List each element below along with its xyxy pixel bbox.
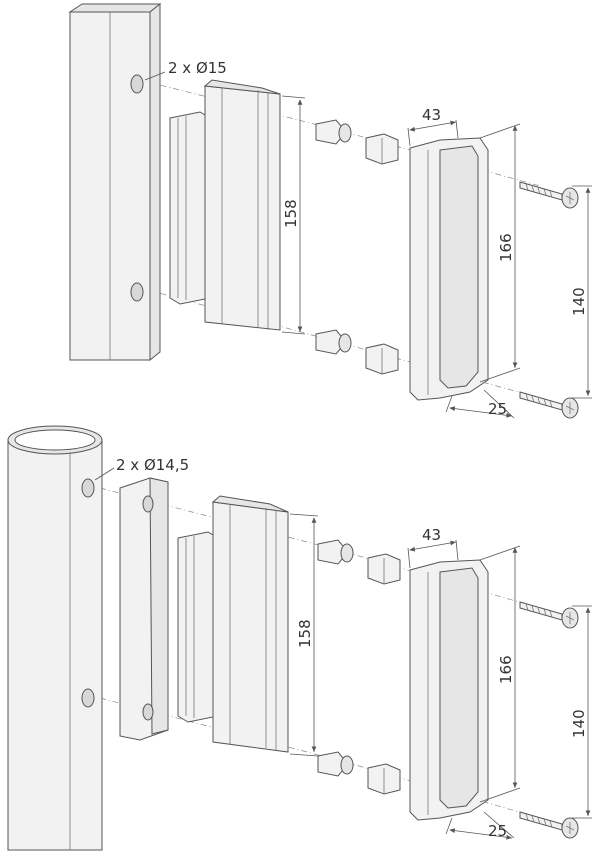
svg-text:25: 25 — [488, 400, 507, 418]
handle-depth-dimension: 25 — [445, 811, 515, 840]
screw-spacing-dimension: 140 — [570, 605, 592, 819]
mounting-plate — [203, 79, 281, 331]
plate-height-dimension: 158 — [281, 95, 306, 335]
svg-text:140: 140 — [570, 709, 588, 738]
post-hole-bottom — [81, 688, 95, 708]
plate-height-dimension: 158 — [289, 513, 319, 757]
nut-top — [315, 119, 352, 145]
screw-bottom — [519, 811, 579, 839]
grip-insert — [169, 111, 211, 305]
svg-text:158: 158 — [296, 619, 314, 648]
screw-top — [519, 601, 579, 629]
svg-text:43: 43 — [422, 526, 441, 544]
svg-text:43: 43 — [422, 106, 441, 124]
svg-text:166: 166 — [497, 233, 515, 262]
screw-spacing-dimension: 140 — [570, 185, 592, 399]
svg-text:140: 140 — [570, 287, 588, 316]
insert-top — [367, 553, 401, 585]
round-post — [7, 425, 103, 851]
square-post — [68, 2, 162, 362]
nut-top — [317, 539, 354, 565]
assembly-round-post: 2 x Ø14,5 158 — [7, 425, 592, 851]
handle-width-dimension: 43 — [407, 526, 459, 569]
insert-bottom — [367, 763, 401, 795]
post-hole-top — [130, 74, 144, 94]
handle-height-dimension: 166 — [479, 545, 521, 803]
hole-label: 2 x Ø14,5 — [116, 456, 189, 474]
pull-handle — [409, 137, 489, 401]
hole-label: 2 x Ø15 — [168, 59, 227, 77]
nut-bottom — [317, 751, 354, 777]
grip-insert — [177, 531, 219, 723]
mounting-plate — [211, 495, 289, 753]
screw-top — [519, 181, 579, 209]
svg-text:25: 25 — [488, 822, 507, 840]
svg-text:158: 158 — [282, 199, 300, 228]
pull-handle — [409, 559, 489, 821]
handle-width-dimension: 43 — [407, 106, 459, 147]
handle-depth-dimension: 25 — [445, 389, 515, 419]
screw-bottom — [519, 391, 579, 419]
post-hole-bottom — [130, 282, 144, 302]
post-hole-top — [81, 478, 95, 498]
handle-height-dimension: 166 — [479, 123, 521, 383]
nut-bottom — [315, 329, 352, 355]
svg-text:166: 166 — [497, 655, 515, 684]
assembly-square-post: 2 x Ø15 158 — [68, 2, 592, 419]
saddle-plate — [119, 477, 169, 741]
insert-bottom — [365, 343, 399, 375]
insert-top — [365, 133, 399, 165]
